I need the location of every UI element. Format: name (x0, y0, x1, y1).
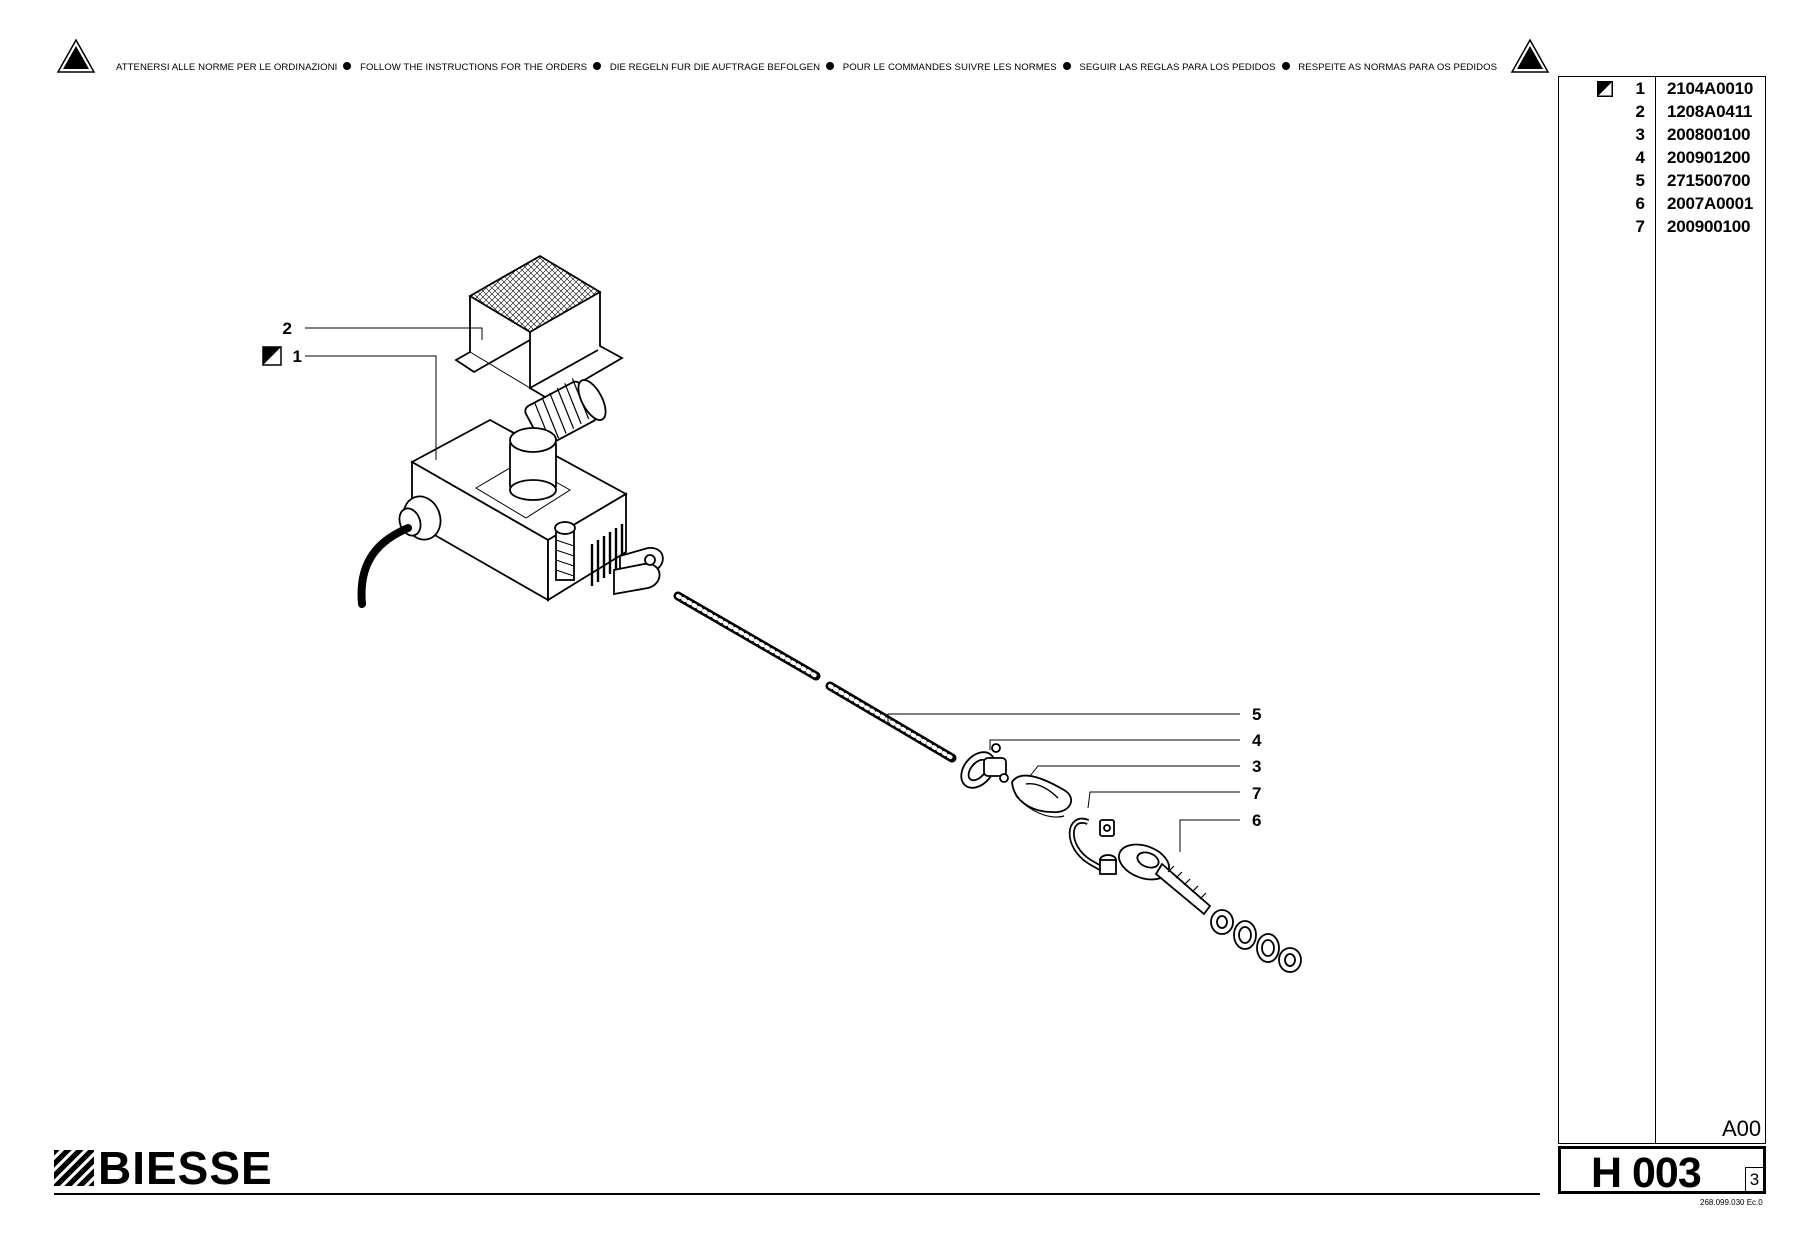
rope-clip-part (960, 743, 1009, 789)
part-index: 1 (1635, 79, 1645, 98)
part-code: 200901200 (1667, 148, 1751, 167)
banner-item-de: DIE REGELN FUR DIE AUFTRAGE BEFOLGEN (609, 62, 821, 73)
parts-row: 2 1208A0411 (1559, 100, 1767, 123)
banner-item-es: SEGUIR LAS REGLAS PARA LOS PEDIDOS (1079, 62, 1276, 73)
leader-lines (305, 327, 1240, 852)
switch-body-part (398, 378, 664, 602)
part-index: 7 (1635, 217, 1645, 236)
callout-5: 5 (1252, 705, 1261, 724)
biesse-logo: BIESSE (54, 1142, 273, 1194)
part-code: 271500700 (1667, 171, 1751, 190)
bullet-icon (826, 62, 835, 70)
callout-2: 2 (283, 319, 292, 338)
banner-item-pt: RESPEITE AS NORMAS PARA OS PEDIDOS (1298, 62, 1498, 73)
banner-text: ATTENERSI ALLE NORME PER LE ORDINAZIONI … (104, 62, 1509, 73)
bullet-icon (343, 62, 352, 70)
part-code: 200900100 (1667, 217, 1751, 236)
part-index: 5 (1635, 171, 1645, 190)
wire-rope-part (673, 591, 957, 763)
parts-row: 7 200900100 (1559, 215, 1767, 238)
electric-cable (357, 524, 412, 608)
thimble-part (1011, 774, 1072, 818)
parts-row: 6 2007A0001 (1559, 192, 1767, 215)
banner-item-en: FOLLOW THE INSTRUCTIONS FOR THE ORDERS (360, 62, 588, 73)
part-code: 2104A0010 (1667, 79, 1754, 98)
document-number: 268.099.030 Ec.0 (1700, 1198, 1763, 1207)
part-index: 3 (1635, 125, 1645, 144)
banner-item-fr: POUR LE COMMANDES SUIVRE LES NORMES (842, 62, 1057, 73)
callout-4: 4 (1252, 731, 1262, 750)
half-filled-square-icon (1597, 81, 1613, 97)
footer-rule (54, 1193, 1540, 1195)
callout-6: 6 (1252, 811, 1261, 830)
part-code: 2007A0001 (1667, 194, 1754, 213)
part-code: 1208A0411 (1667, 102, 1753, 121)
order-instructions-banner: ATTENERSI ALLE NORME PER LE ORDINAZIONI … (56, 38, 1552, 74)
drawing-code: H 003 (1591, 1149, 1702, 1197)
shackle-part (1068, 817, 1117, 875)
parts-row: 5 271500700 (1559, 169, 1767, 192)
exploded-parts-drawing: 2 1 5 4 3 7 6 (262, 254, 1302, 973)
part-index: 2 (1635, 102, 1645, 121)
biesse-stripes-icon (54, 1148, 94, 1188)
eye-bolt-part (1118, 843, 1302, 973)
parts-row: 1 2104A0010 (1559, 77, 1767, 100)
sheet-number: 3 (1745, 1167, 1763, 1191)
parts-list-divider (1655, 77, 1656, 1143)
cover-bracket-part (454, 254, 624, 402)
logo-text: BIESSE (98, 1142, 273, 1194)
banner-item-it: ATTENERSI ALLE NORME PER LE ORDINAZIONI (115, 62, 338, 73)
parts-list: 1 2104A0010 2 1208A0411 3 200800100 4 20… (1558, 76, 1766, 1144)
drawing-title-box: H 003 3 (1558, 1146, 1766, 1197)
part-index: 6 (1635, 194, 1645, 213)
warning-triangle-icon (1510, 38, 1550, 73)
callout-7: 7 (1252, 784, 1261, 803)
bullet-icon (1062, 62, 1071, 70)
parts-row: 4 200901200 (1559, 146, 1767, 169)
part-code: 200800100 (1667, 125, 1751, 144)
warning-triangle-icon (56, 38, 96, 73)
callout-3: 3 (1252, 757, 1261, 776)
bullet-icon (593, 62, 602, 70)
part-index: 4 (1635, 148, 1645, 167)
half-filled-square-icon (263, 347, 281, 365)
parts-row: 3 200800100 (1559, 123, 1767, 146)
revision-label: A00 (1722, 1116, 1762, 1141)
callout-1: 1 (293, 347, 302, 366)
bullet-icon (1281, 62, 1290, 70)
